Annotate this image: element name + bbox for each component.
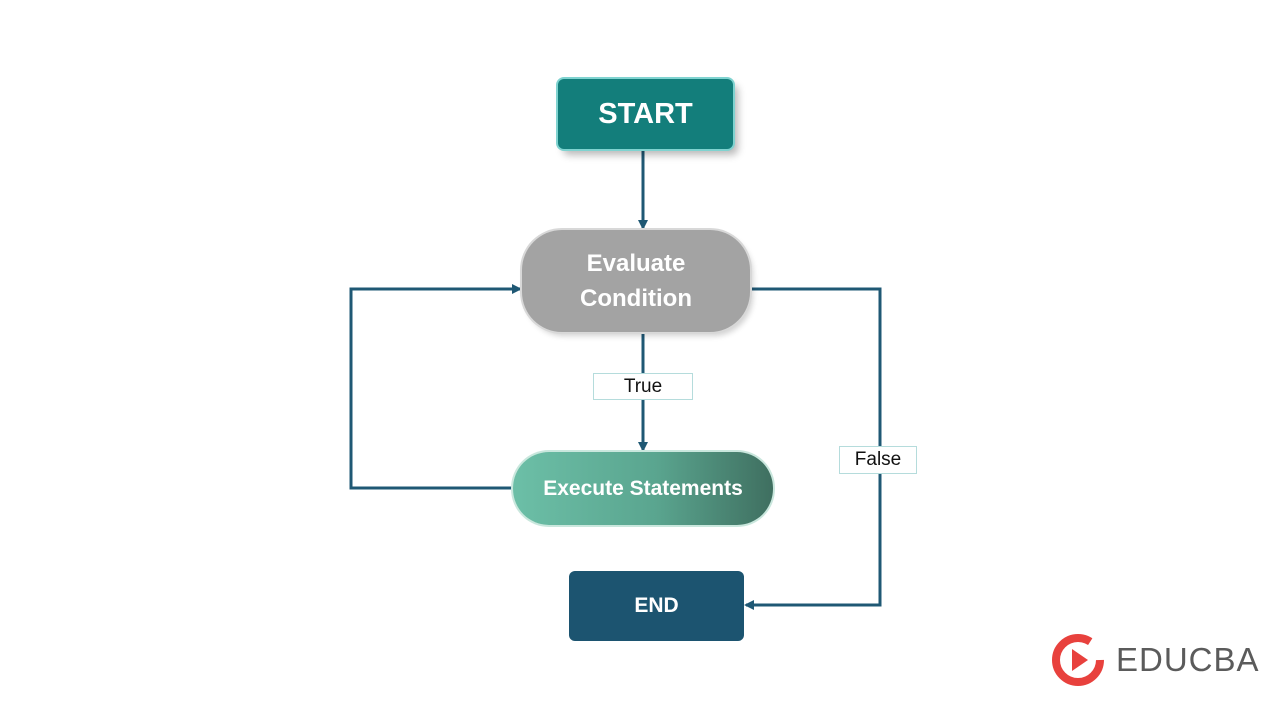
execute-label: Execute Statements (543, 476, 743, 500)
start-node: START (558, 79, 733, 149)
end-label: END (634, 594, 679, 617)
true-label-text: True (623, 375, 663, 397)
execute-statements-node: Execute Statements (513, 452, 773, 525)
true-edge-label: True (593, 373, 693, 400)
start-label: START (598, 97, 693, 130)
educba-logo-text: EDUCBA (1116, 641, 1260, 678)
arrow-loop-back-to-evaluate (349, 284, 522, 490)
evaluate-label-line2: Condition (580, 285, 692, 312)
evaluate-label-line1: Evaluate (586, 250, 686, 277)
educba-play-icon (1052, 634, 1105, 686)
end-node: END (569, 571, 744, 641)
false-label-text: False (854, 449, 902, 470)
educba-logo: EDUCBA (1050, 632, 1260, 688)
false-edge-label: False (839, 446, 917, 474)
evaluate-condition-node: Evaluate Condition (522, 230, 750, 332)
